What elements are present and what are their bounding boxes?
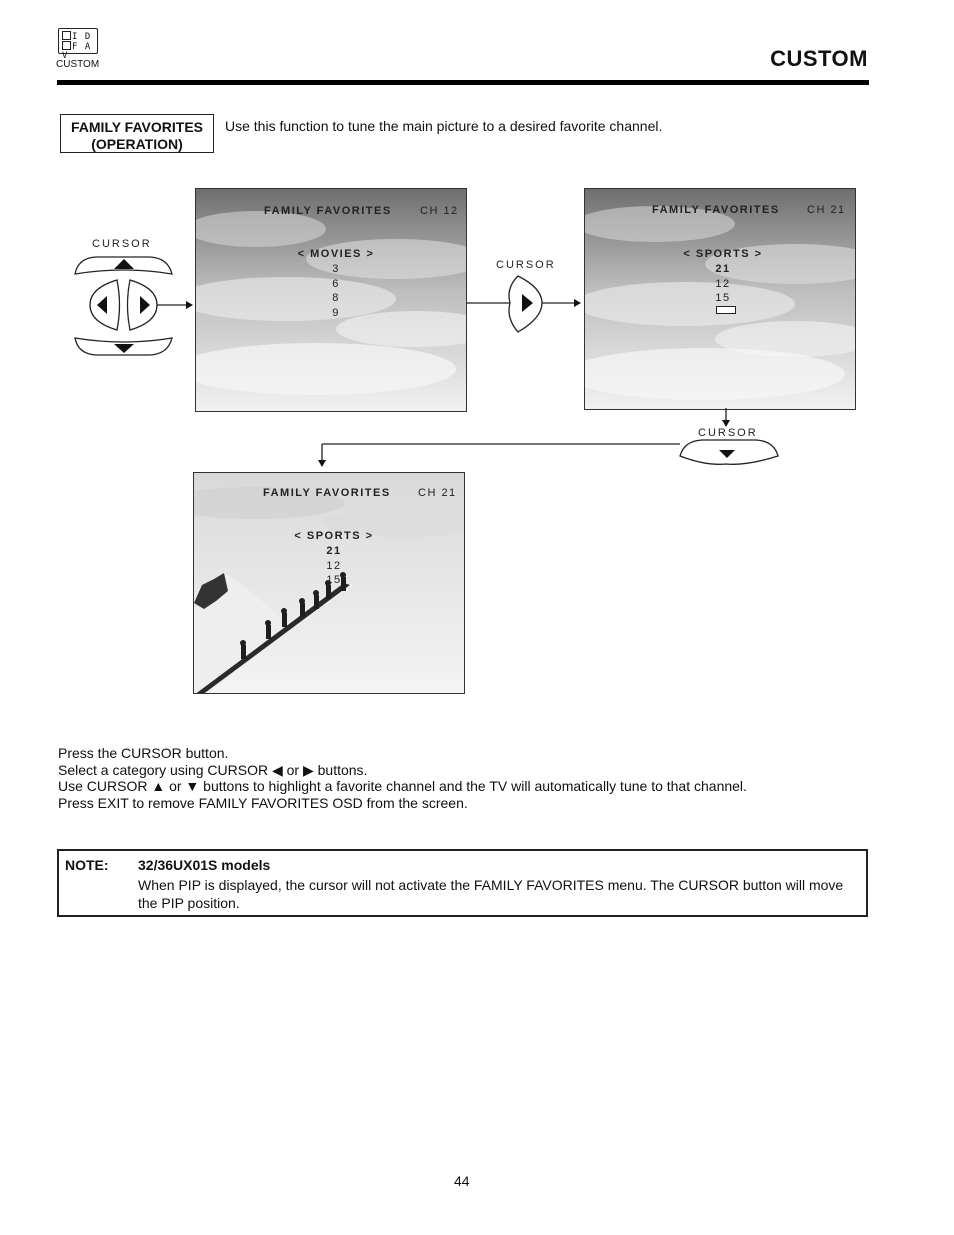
custom-menu-icon: I D F A V <box>58 28 98 54</box>
osd-channel: CH 21 <box>807 204 846 216</box>
channel-item: 15 <box>316 573 352 588</box>
step-line: Press EXIT to remove FAMILY FAVORITES OS… <box>58 795 747 812</box>
page-number: 44 <box>454 1173 470 1189</box>
tv-screen-1: FAMILY FAVORITES CH 12 < MOVIES > 3 6 8 … <box>195 188 467 412</box>
osd-title: FAMILY FAVORITES <box>652 204 780 216</box>
arrow-to-screen1 <box>186 301 193 309</box>
osd-channel-list: 21 12 15 <box>316 544 352 588</box>
osd-title: FAMILY FAVORITES <box>263 487 391 499</box>
step-line: Use CURSOR ▲ or ▼ buttons to highlight a… <box>58 778 747 795</box>
page-title: CUSTOM <box>770 46 868 72</box>
note-box: NOTE: 32/36UX01S models When PIP is disp… <box>57 849 868 917</box>
osd-channel: CH 12 <box>420 205 459 217</box>
osd-channel-list: 3 6 8 9 <box>316 262 356 320</box>
osd-title: FAMILY FAVORITES <box>264 205 392 217</box>
osd-channel-list: 21 12 15 <box>705 262 741 306</box>
section-label-line1: FAMILY FAVORITES <box>61 119 213 136</box>
cursor-label-down: CURSOR <box>698 427 758 439</box>
header-rule <box>57 80 869 85</box>
channel-item: 6 <box>316 277 356 292</box>
arrow-to-screen2 <box>574 299 581 307</box>
cursor-down-diagram <box>316 408 786 470</box>
step-line: Press the CURSOR button. <box>58 745 747 762</box>
arrow-to-screen3 <box>318 460 326 467</box>
note-heading: 32/36UX01S models <box>138 857 270 873</box>
channel-item: 3 <box>316 262 356 277</box>
tv-screen-2: FAMILY FAVORITES CH 21 < SPORTS > 21 12 … <box>584 188 856 410</box>
empty-slot-box <box>716 306 736 314</box>
channel-item: 15 <box>705 291 741 306</box>
channel-item-highlighted: 21 <box>316 544 352 559</box>
section-label-line2: (OPERATION) <box>61 136 213 153</box>
osd-channel: CH 21 <box>418 487 457 499</box>
channel-item: 12 <box>705 277 741 292</box>
icon-caption: CUSTOM <box>56 59 99 70</box>
channel-item: 8 <box>316 291 356 306</box>
channel-item: 12 <box>316 559 352 574</box>
section-label-box: FAMILY FAVORITES (OPERATION) <box>60 114 214 153</box>
osd-category: < SPORTS > <box>274 530 394 542</box>
osd-category: < SPORTS > <box>663 248 783 260</box>
step-line: Select a category using CURSOR ◀ or ▶ bu… <box>58 762 747 779</box>
cursor-label-left: CURSOR <box>92 238 152 250</box>
cursor-label-middle: CURSOR <box>496 259 556 271</box>
tv-screen-3: FAMILY FAVORITES CH 21 < SPORTS > 21 12 … <box>193 472 465 694</box>
channel-item: 9 <box>316 306 356 321</box>
channel-item-highlighted: 21 <box>705 262 741 277</box>
note-body: When PIP is displayed, the cursor will n… <box>138 876 863 912</box>
instruction-steps: Press the CURSOR button. Select a catego… <box>58 745 747 812</box>
note-label: NOTE: <box>65 857 109 873</box>
cursor-pad-diagram <box>70 252 200 360</box>
cursor-right-diagram <box>466 274 586 336</box>
osd-category: < MOVIES > <box>276 248 396 260</box>
intro-text: Use this function to tune the main pictu… <box>225 118 662 134</box>
